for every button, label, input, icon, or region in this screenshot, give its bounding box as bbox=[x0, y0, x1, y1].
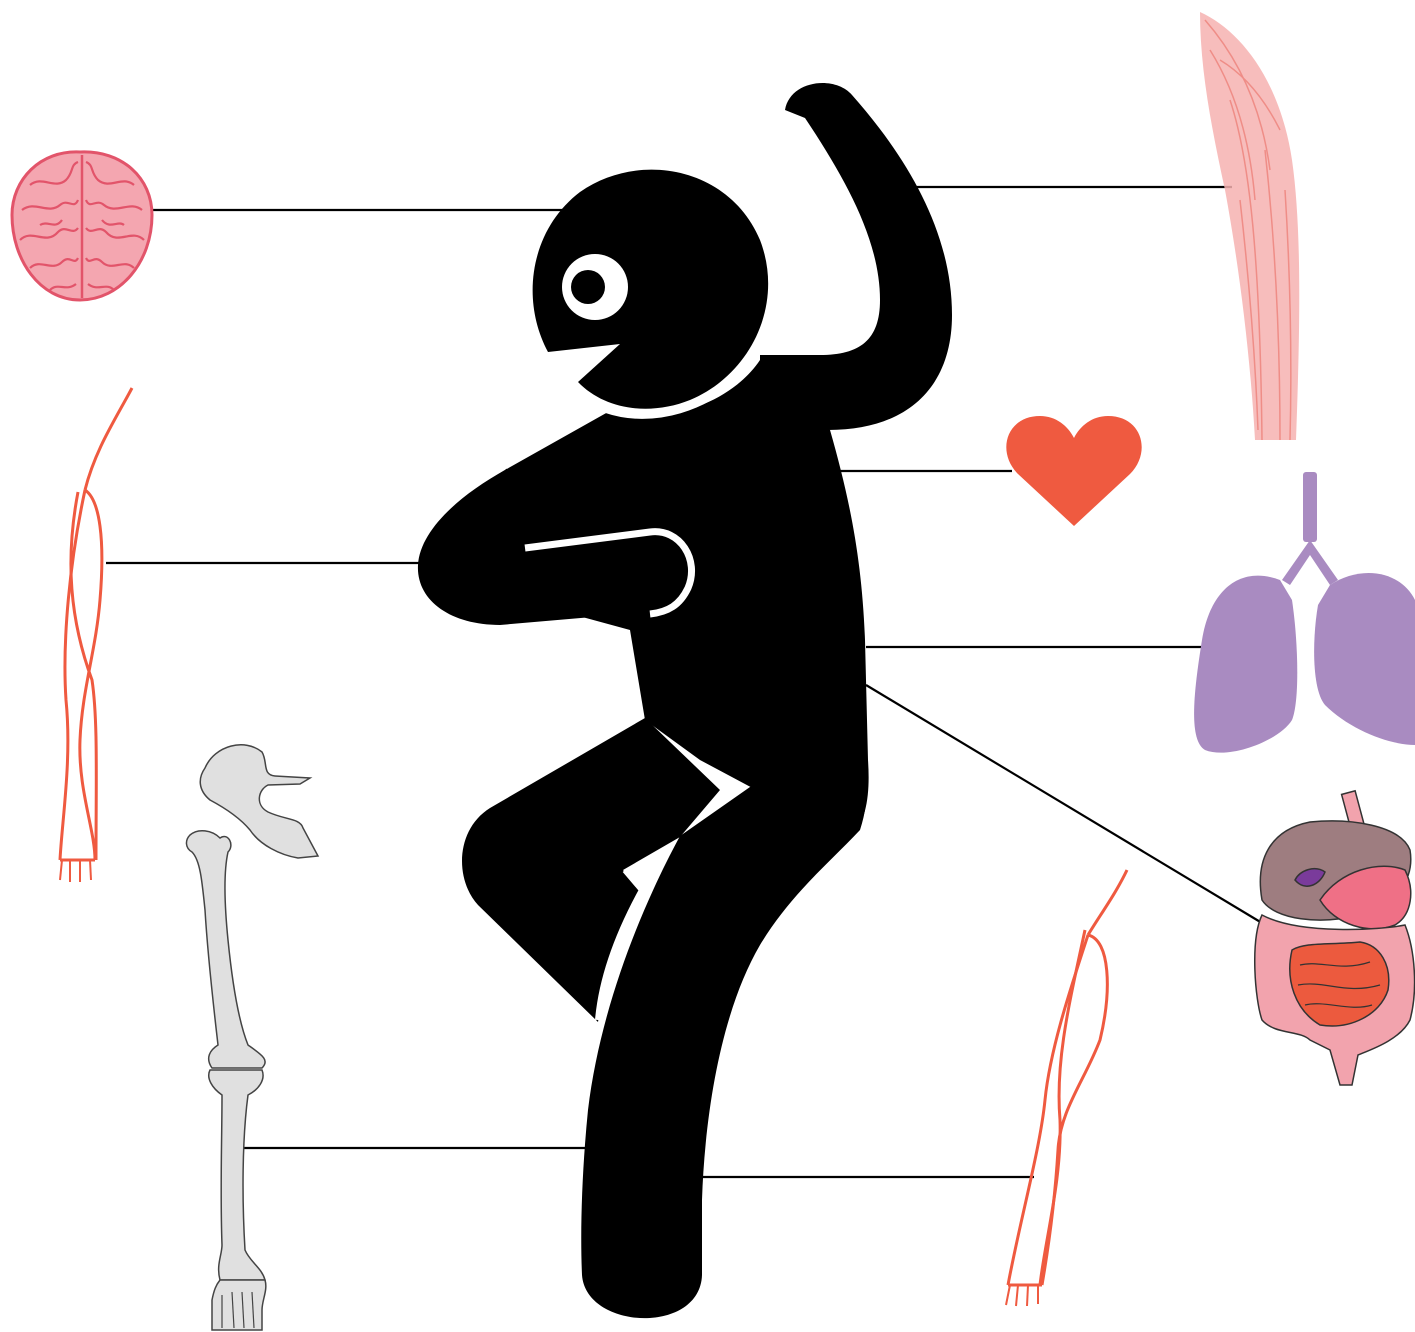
leg-bones-icon bbox=[186, 745, 318, 1330]
stick-figure-icon bbox=[418, 83, 952, 1318]
nerve-icon-lower bbox=[1006, 870, 1127, 1306]
figure-pupil bbox=[571, 270, 605, 304]
brain-icon bbox=[12, 152, 152, 300]
digestive-system-icon bbox=[1255, 791, 1415, 1085]
figure-raised-arm bbox=[760, 83, 952, 430]
arm-muscle-icon bbox=[1200, 12, 1299, 440]
nerve-icon-upper bbox=[60, 388, 132, 882]
heart-icon bbox=[1006, 416, 1141, 526]
lungs-icon bbox=[1194, 472, 1415, 753]
